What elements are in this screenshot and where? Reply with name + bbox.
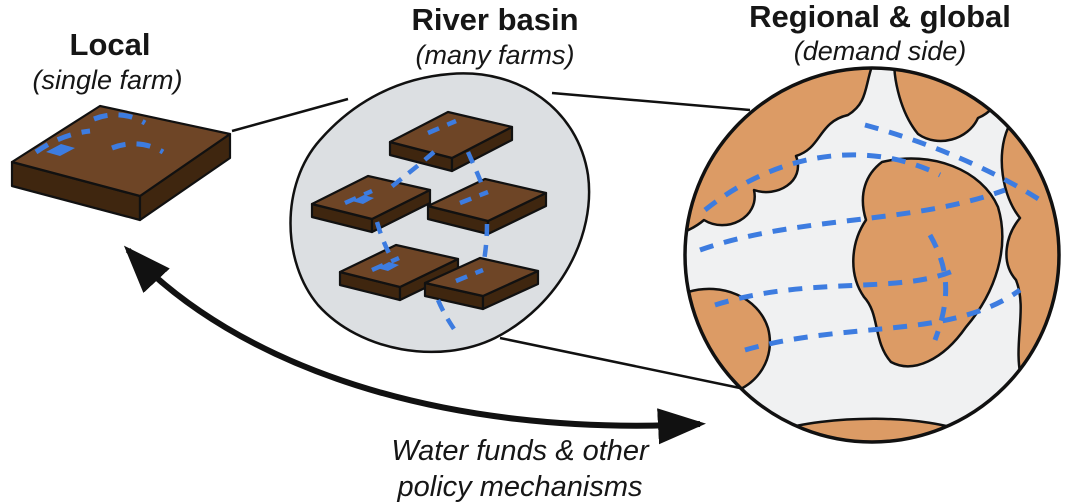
basin-to-globe-top-line (551, 91, 751, 112)
label-river-basin-subtitle: (many farms) (415, 40, 575, 70)
label-local-subtitle: (single farm) (32, 65, 183, 95)
basin-to-globe-bottom-line (499, 336, 741, 390)
river-basin-area (289, 72, 591, 354)
label-river-basin-title: River basin (411, 2, 579, 37)
local-farm-plot (10, 104, 232, 222)
label-regional-global-subtitle: (demand side) (793, 36, 967, 66)
basin-farm-tile-1 (388, 110, 514, 173)
label-regional-global-title: Regional & global (749, 0, 1011, 34)
farm-to-basin-line (231, 97, 349, 133)
local-farm-water-flows (34, 112, 165, 156)
policy-feedback-arrow (123, 245, 706, 445)
policy-arrow-caption: Water funds & other policy mechanisms (345, 433, 695, 502)
policy-arrow-caption-line1: Water funds & other (391, 435, 649, 467)
policy-arrow-caption-line2: policy mechanisms (397, 471, 643, 502)
continent-africa (852, 157, 1004, 368)
global-trade-flows (699, 122, 1042, 353)
label-local-title: Local (69, 27, 151, 62)
